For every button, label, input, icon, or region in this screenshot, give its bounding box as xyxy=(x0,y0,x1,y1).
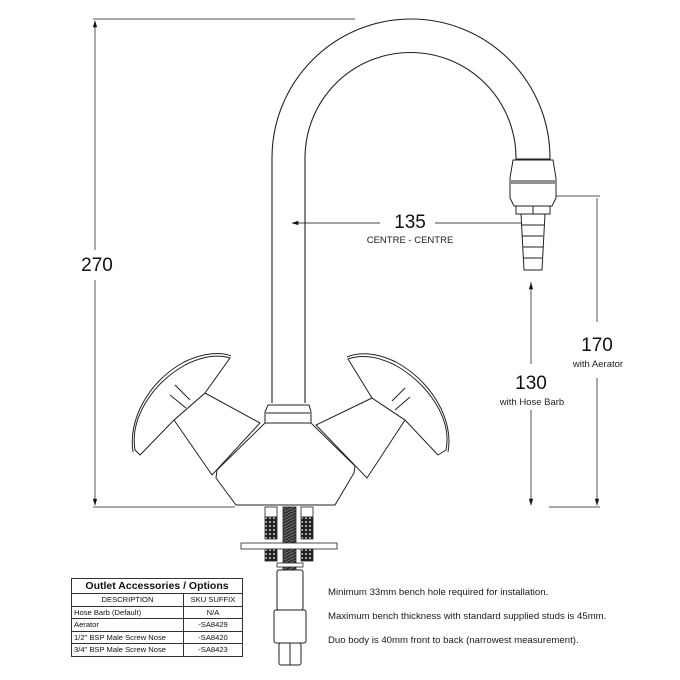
overall-height-value: 270 xyxy=(81,255,113,276)
row-description: 1/2" BSP Male Screw Nose xyxy=(71,630,184,644)
gooseneck-spout xyxy=(271,18,551,403)
row-sku: N/A xyxy=(183,605,243,619)
right-handle xyxy=(315,353,450,479)
outlet-accessories-table: Outlet Accessories / Options DESCRIPTION… xyxy=(71,578,243,657)
aerator-height-value: 170 xyxy=(581,335,613,356)
note-bench-thickness: Maximum bench thickness with standard su… xyxy=(328,611,607,622)
mounting-studs xyxy=(240,506,338,576)
note-body-depth: Duo body is 40mm front to back (narrowes… xyxy=(328,635,579,646)
hose-barb-outlet xyxy=(509,159,557,271)
table-row: Aerator -SA8429 xyxy=(71,618,243,632)
note-bench-hole: Minimum 33mm bench hole required for ins… xyxy=(328,587,549,598)
aerator-height-label: with Aerator xyxy=(572,359,624,370)
row-description: Aerator xyxy=(71,618,184,632)
row-sku: -SA8423 xyxy=(183,643,243,657)
spout-collar xyxy=(264,404,312,424)
outlet-height-dimensions xyxy=(528,195,600,508)
hose-connector xyxy=(273,569,307,666)
column-header-description: DESCRIPTION xyxy=(71,593,184,607)
tap-body xyxy=(215,422,356,506)
spout-reach-value: 135 xyxy=(394,212,426,233)
table-title: Outlet Accessories / Options xyxy=(71,578,243,594)
column-header-sku: SKU SUFFIX xyxy=(183,593,243,607)
table-row: 3/4" BSP Male Screw Nose -SA8423 xyxy=(71,643,243,657)
spout-reach-label: CENTRE - CENTRE xyxy=(366,235,454,246)
row-sku: -SA8429 xyxy=(183,618,243,632)
table-row: 1/2" BSP Male Screw Nose -SA8420 xyxy=(71,630,243,644)
row-description: 3/4" BSP Male Screw Nose xyxy=(71,643,184,657)
left-handle xyxy=(131,353,261,476)
table-row: Hose Barb (Default) N/A xyxy=(71,605,243,619)
row-sku: -SA8420 xyxy=(183,630,243,644)
overall-height-dimension xyxy=(92,18,355,508)
hose-barb-height-value: 130 xyxy=(515,373,547,394)
hose-barb-height-label: with Hose Barb xyxy=(499,397,565,408)
row-description: Hose Barb (Default) xyxy=(71,605,184,619)
